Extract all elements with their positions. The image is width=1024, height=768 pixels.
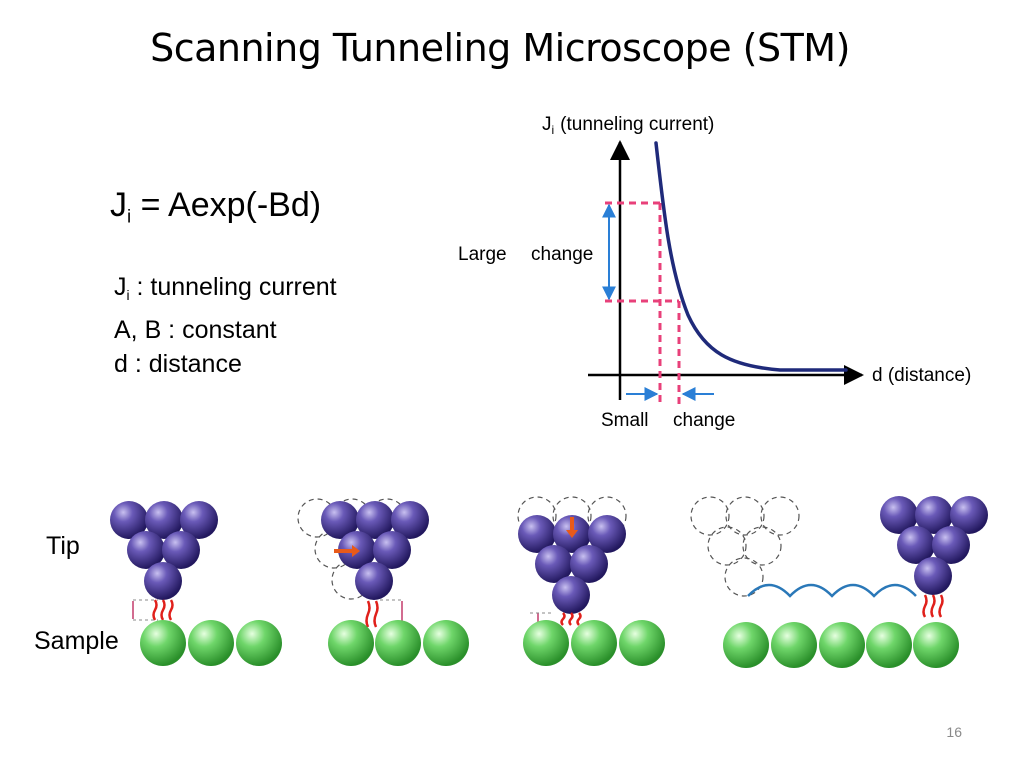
tunneling-formula: Ji = Aexp(-Bd) bbox=[110, 186, 321, 228]
panel-4 bbox=[690, 496, 988, 668]
def-text: A, B : constant bbox=[114, 315, 277, 344]
page-number: 16 bbox=[946, 724, 962, 740]
def-text: : tunneling current bbox=[129, 273, 337, 301]
atom-panels bbox=[110, 496, 988, 668]
slide-title: Scanning Tunneling Microscope (STM) bbox=[150, 26, 850, 70]
sample-label: Sample bbox=[34, 627, 119, 655]
formula-rhs: = Aexp(-Bd) bbox=[140, 186, 322, 224]
formula-subscript: i bbox=[127, 205, 132, 227]
panel-1 bbox=[110, 501, 282, 666]
def-subscript: i bbox=[126, 287, 130, 303]
large-change-label-2: change bbox=[531, 244, 593, 265]
large-change-label-1: Large bbox=[458, 244, 507, 265]
def-symbol: J bbox=[114, 273, 127, 301]
definition-constants: A, B : constant bbox=[114, 313, 337, 347]
x-axis-label: d (distance) bbox=[872, 365, 971, 386]
definition-distance: d : distance bbox=[114, 347, 337, 381]
exponential-decay-curve bbox=[654, 141, 848, 372]
panel-2 bbox=[297, 498, 469, 666]
formula-symbol: J bbox=[110, 186, 127, 224]
y-axis-label: Ji(tunneling current) bbox=[542, 114, 714, 137]
tip-label: Tip bbox=[46, 532, 80, 560]
def-text: d : distance bbox=[114, 349, 242, 378]
definition-current: Ji : tunneling current bbox=[114, 270, 337, 313]
large-change-guides bbox=[605, 201, 681, 407]
panel-3 bbox=[517, 496, 665, 666]
small-change-label-2: change bbox=[673, 410, 735, 431]
definitions-list: Ji : tunneling current A, B : constant d… bbox=[114, 270, 337, 381]
small-change-label-1: Small bbox=[601, 410, 649, 431]
